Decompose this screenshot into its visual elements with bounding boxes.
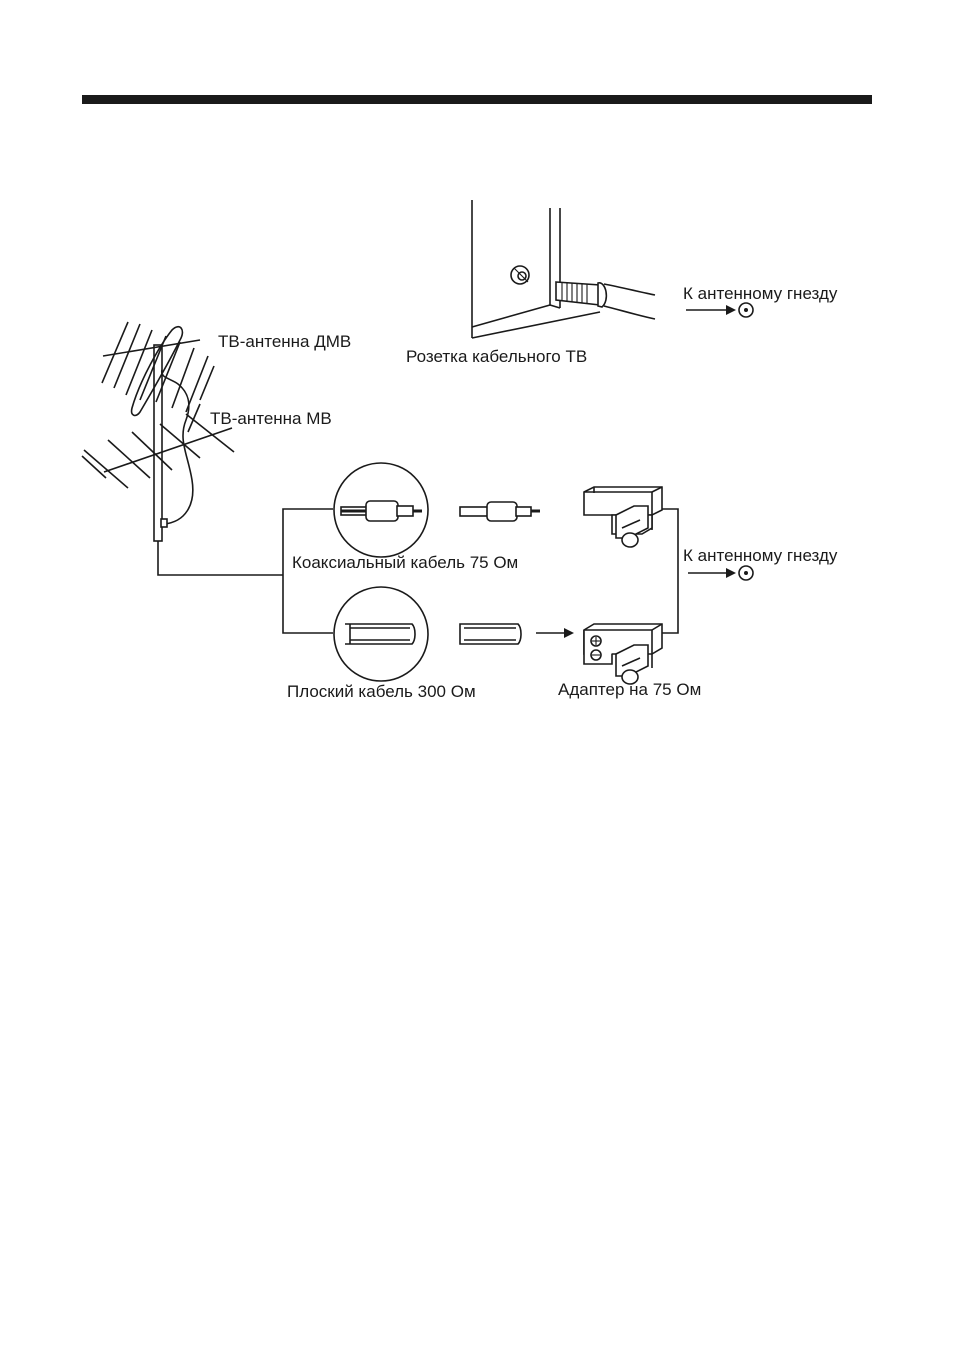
coax-plug-wall [556, 282, 655, 319]
flat-cable-magnifier [334, 587, 428, 681]
arrow-right-icon [726, 568, 736, 578]
vhf-antenna-label: ТВ-антенна МВ [210, 409, 332, 428]
plus-terminal-icon [591, 636, 601, 646]
antenna-jack-icon [739, 566, 753, 580]
to-antenna-jack-top-label: К антенному гнезду [683, 284, 838, 303]
adapter-coax [584, 487, 662, 547]
flat-cable-side [460, 624, 574, 644]
arrow-right-icon [564, 628, 574, 638]
uhf-antenna-label: ТВ-антенна ДМВ [218, 332, 351, 351]
adapter-300-75 [584, 624, 662, 684]
coax-cable-label: Коаксиальный кабель 75 Ом [292, 553, 518, 572]
flat-cable-label: Плоский кабель 300 Ом [287, 682, 476, 701]
cable-tv-wall [472, 200, 600, 338]
coax-cable-magnifier [334, 463, 428, 557]
arrow-right-icon [726, 305, 736, 315]
cable-tv-outlet-label: Розетка кабельного ТВ [406, 347, 587, 366]
to-antenna-jack-mid-label: К антенному гнезду [683, 546, 838, 565]
wall-socket-icon [511, 266, 529, 284]
antenna [82, 322, 234, 541]
adapter-label: Адаптер на 75 Ом [558, 680, 701, 699]
antenna-jack-icon [739, 303, 753, 317]
coax-cable-side [460, 502, 540, 521]
to-antenna-jack-mid [688, 566, 753, 580]
to-antenna-jack-top [686, 303, 753, 317]
